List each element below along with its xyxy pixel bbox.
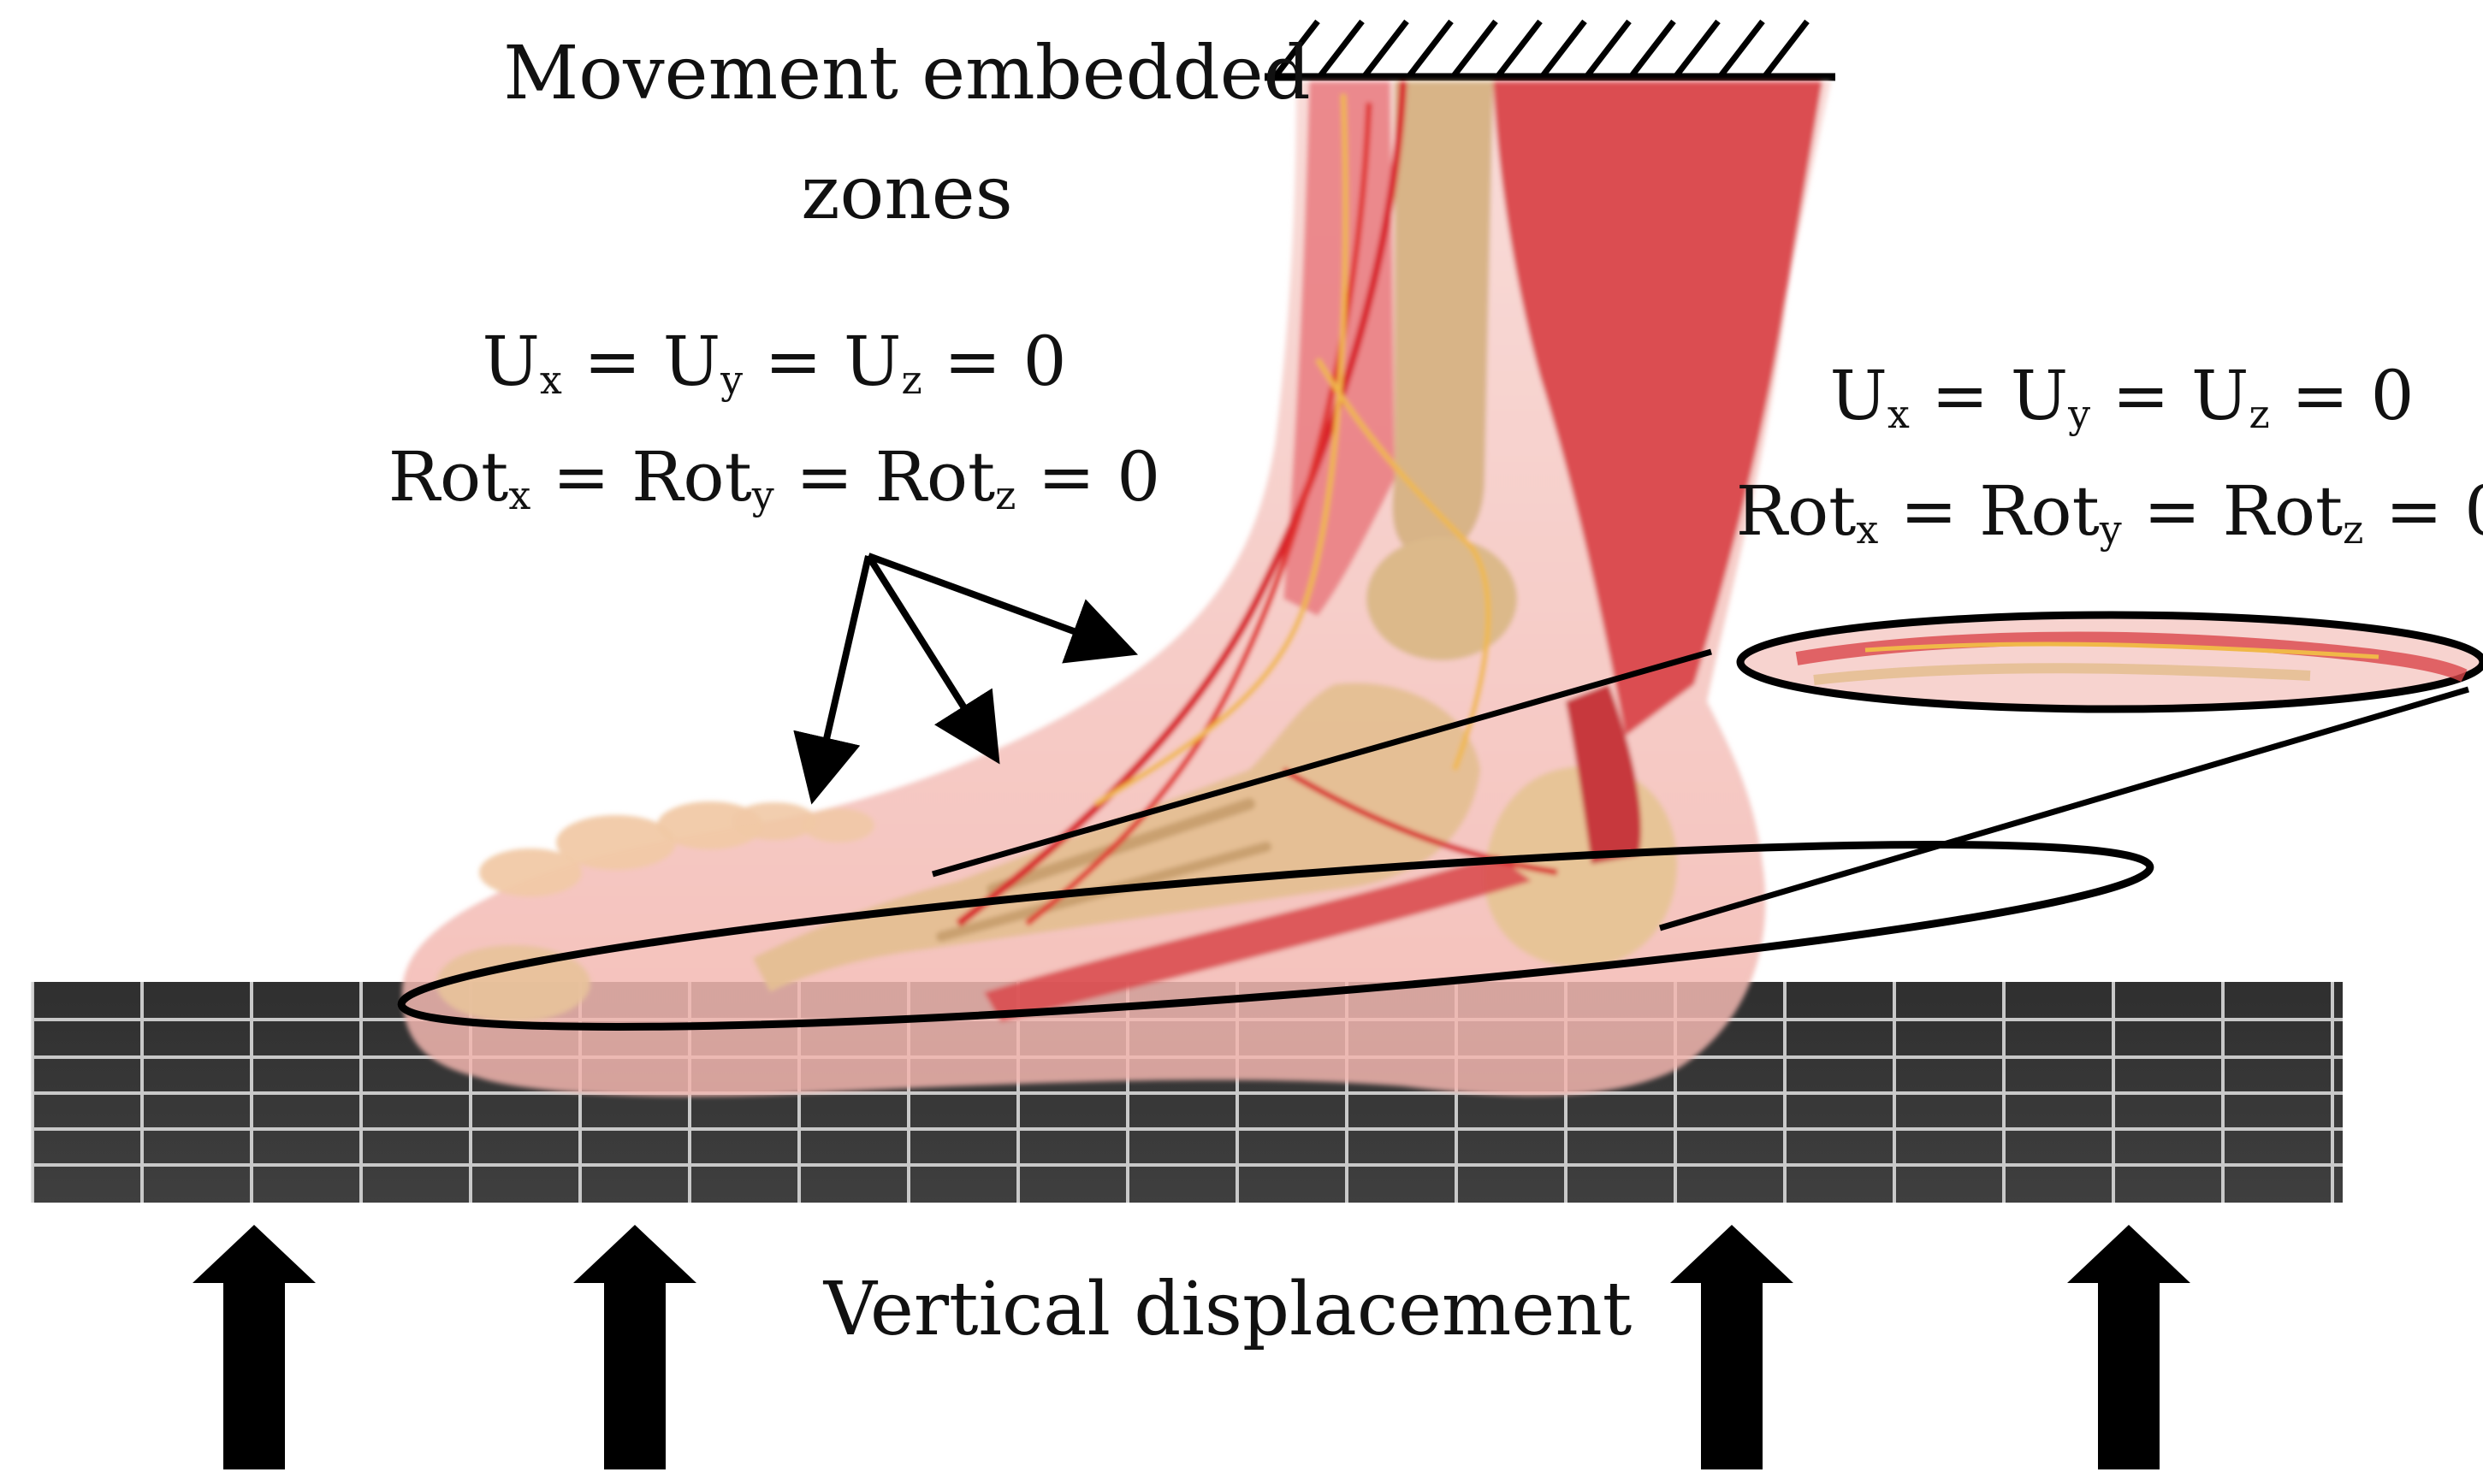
upward-load-arrow-icon [193, 1225, 316, 1469]
title-line-2: zones [801, 151, 1013, 236]
embedded-zone-zoom-ellipse [1736, 611, 2483, 713]
zoom-leader-lines [932, 648, 2469, 931]
hatch-line [1317, 19, 1365, 80]
upward-load-arrow-icon [2067, 1225, 2190, 1469]
hatch-line [1406, 19, 1454, 80]
right-displacement-constraint: Ux = Uy = Uz = 0 [1829, 356, 2414, 437]
hatch-line [1762, 19, 1810, 80]
hatch-line [1272, 19, 1320, 80]
hatch-line [1539, 19, 1587, 80]
upward-load-arrows [193, 1225, 2190, 1469]
title-line-1: Movement embedded [503, 31, 1310, 116]
hatch-line [1628, 19, 1676, 80]
hatch-line [1673, 19, 1721, 80]
fixed-support-hatch-icon [1265, 19, 1835, 81]
hatch-line [1717, 19, 1765, 80]
hatch-line [1450, 19, 1498, 80]
right-rotation-constraint: Rotx = Roty = Rotz = 0 [1736, 471, 2483, 553]
hatch-line [1361, 19, 1409, 80]
upward-load-arrow-icon [573, 1225, 696, 1469]
hatch-line [1495, 19, 1543, 80]
pointer-arrow-icon [793, 553, 1139, 805]
foot-illustration [402, 80, 1831, 1097]
upward-load-arrow-icon [1670, 1225, 1793, 1469]
left-rotation-constraint: Rotx = Roty = Rotz = 0 [388, 437, 1160, 518]
left-displacement-constraint: Ux = Uy = Uz = 0 [482, 322, 1066, 403]
vertical-displacement-label: Vertical displacement [823, 1267, 1633, 1352]
hatch-line [1584, 19, 1632, 80]
embedded-zone-sole [397, 841, 2154, 1031]
